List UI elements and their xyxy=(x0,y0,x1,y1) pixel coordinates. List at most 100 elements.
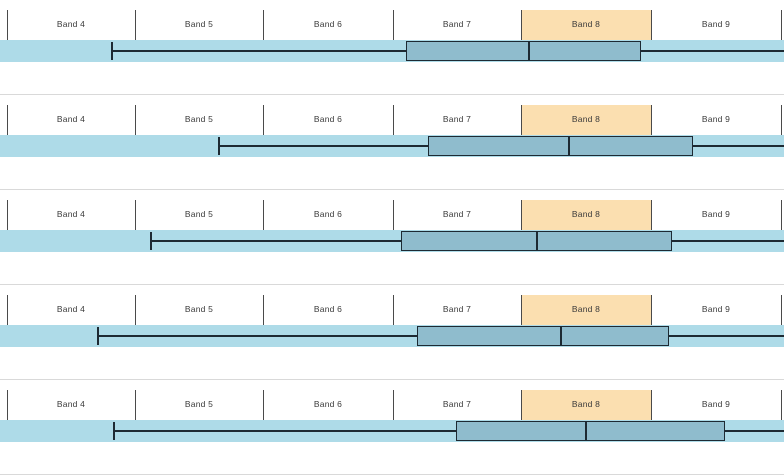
band-cell-band-4[interactable]: Band 4 xyxy=(7,295,135,325)
band-tick xyxy=(7,295,8,325)
band-tick xyxy=(521,390,522,420)
band-cell-band-5[interactable]: Band 5 xyxy=(135,105,263,135)
band-label: Band 9 xyxy=(701,304,731,314)
band-label: Band 6 xyxy=(313,209,343,219)
band-label: Band 8 xyxy=(571,114,601,124)
box[interactable] xyxy=(406,41,641,61)
band-tick xyxy=(263,295,264,325)
band-tick xyxy=(263,10,264,40)
band-cell-band-9[interactable]: Band 9 xyxy=(651,105,781,135)
band-label: Band 9 xyxy=(701,114,731,124)
band-label: Band 9 xyxy=(701,209,731,219)
band-label: Band 9 xyxy=(701,399,731,409)
band-cell-band-4[interactable]: Band 4 xyxy=(7,390,135,420)
band-tick xyxy=(135,390,136,420)
band-label: Band 8 xyxy=(571,209,601,219)
band-tick xyxy=(263,105,264,135)
band-cell-band-9[interactable]: Band 9 xyxy=(651,295,781,325)
band-cell-band-5[interactable]: Band 5 xyxy=(135,390,263,420)
median-line xyxy=(585,421,587,441)
band-tick xyxy=(393,390,394,420)
band-label: Band 5 xyxy=(184,304,214,314)
row-separator xyxy=(0,94,784,95)
band-cell-band-6[interactable]: Band 6 xyxy=(263,105,393,135)
band-label: Band 4 xyxy=(56,19,86,29)
band-tick xyxy=(393,105,394,135)
row-separator xyxy=(0,379,784,380)
band-tick xyxy=(651,295,652,325)
band-cell-band-9[interactable]: Band 9 xyxy=(651,200,781,230)
band-tick xyxy=(7,10,8,40)
band-cell-band-8[interactable]: Band 8 xyxy=(521,390,651,420)
band-cell-band-8[interactable]: Band 8 xyxy=(521,105,651,135)
whisker-line xyxy=(113,430,784,432)
band-label: Band 7 xyxy=(442,209,472,219)
band-cell-band-6[interactable]: Band 6 xyxy=(263,295,393,325)
median-line xyxy=(568,136,570,156)
band-cell-band-7[interactable]: Band 7 xyxy=(393,295,521,325)
band-tick xyxy=(135,200,136,230)
band-cell-band-6[interactable]: Band 6 xyxy=(263,390,393,420)
whisker-cap-low xyxy=(150,232,152,250)
band-tick xyxy=(263,390,264,420)
band-cell-band-5[interactable]: Band 5 xyxy=(135,295,263,325)
band-axis-header: Band 4 Band 5 Band 6 Band 7 Band 8 Band 9 xyxy=(0,200,784,230)
whisker-cap-low xyxy=(113,422,115,440)
band-tick xyxy=(135,10,136,40)
band-label: Band 6 xyxy=(313,399,343,409)
box[interactable] xyxy=(456,421,725,441)
band-tick xyxy=(781,200,782,230)
data-track xyxy=(0,40,784,62)
band-tick xyxy=(521,200,522,230)
band-cell-band-9[interactable]: Band 9 xyxy=(651,390,781,420)
band-cell-band-7[interactable]: Band 7 xyxy=(393,105,521,135)
whisker-cap-low xyxy=(218,137,220,155)
band-tick xyxy=(651,10,652,40)
band-cell-band-5[interactable]: Band 5 xyxy=(135,200,263,230)
band-label: Band 4 xyxy=(56,209,86,219)
band-cell-band-6[interactable]: Band 6 xyxy=(263,10,393,40)
box[interactable] xyxy=(428,136,693,156)
band-tick xyxy=(135,105,136,135)
band-cell-band-8[interactable]: Band 8 xyxy=(521,200,651,230)
data-track xyxy=(0,230,784,252)
band-label: Band 6 xyxy=(313,114,343,124)
band-cell-band-4[interactable]: Band 4 xyxy=(7,105,135,135)
band-cell-band-7[interactable]: Band 7 xyxy=(393,200,521,230)
band-tick xyxy=(7,390,8,420)
band-cell-band-7[interactable]: Band 7 xyxy=(393,390,521,420)
band-tick xyxy=(7,105,8,135)
data-track xyxy=(0,135,784,157)
whisker-cap-low xyxy=(97,327,99,345)
median-line xyxy=(528,41,530,61)
band-label: Band 8 xyxy=(571,304,601,314)
band-cell-band-8[interactable]: Band 8 xyxy=(521,295,651,325)
band-tick xyxy=(393,200,394,230)
band-label: Band 5 xyxy=(184,399,214,409)
band-tick xyxy=(651,200,652,230)
band-cell-band-7[interactable]: Band 7 xyxy=(393,10,521,40)
band-tick xyxy=(521,10,522,40)
band-cell-band-5[interactable]: Band 5 xyxy=(135,10,263,40)
band-label: Band 9 xyxy=(701,19,731,29)
band-label: Band 4 xyxy=(56,399,86,409)
band-cell-band-6[interactable]: Band 6 xyxy=(263,200,393,230)
band-label: Band 7 xyxy=(442,114,472,124)
band-cell-band-4[interactable]: Band 4 xyxy=(7,10,135,40)
band-tick xyxy=(521,105,522,135)
band-tick xyxy=(7,200,8,230)
data-track xyxy=(0,420,784,442)
band-tick xyxy=(781,105,782,135)
box[interactable] xyxy=(417,326,669,346)
band-cell-band-8[interactable]: Band 8 xyxy=(521,10,651,40)
band-cell-band-9[interactable]: Band 9 xyxy=(651,10,781,40)
band-cell-band-4[interactable]: Band 4 xyxy=(7,200,135,230)
